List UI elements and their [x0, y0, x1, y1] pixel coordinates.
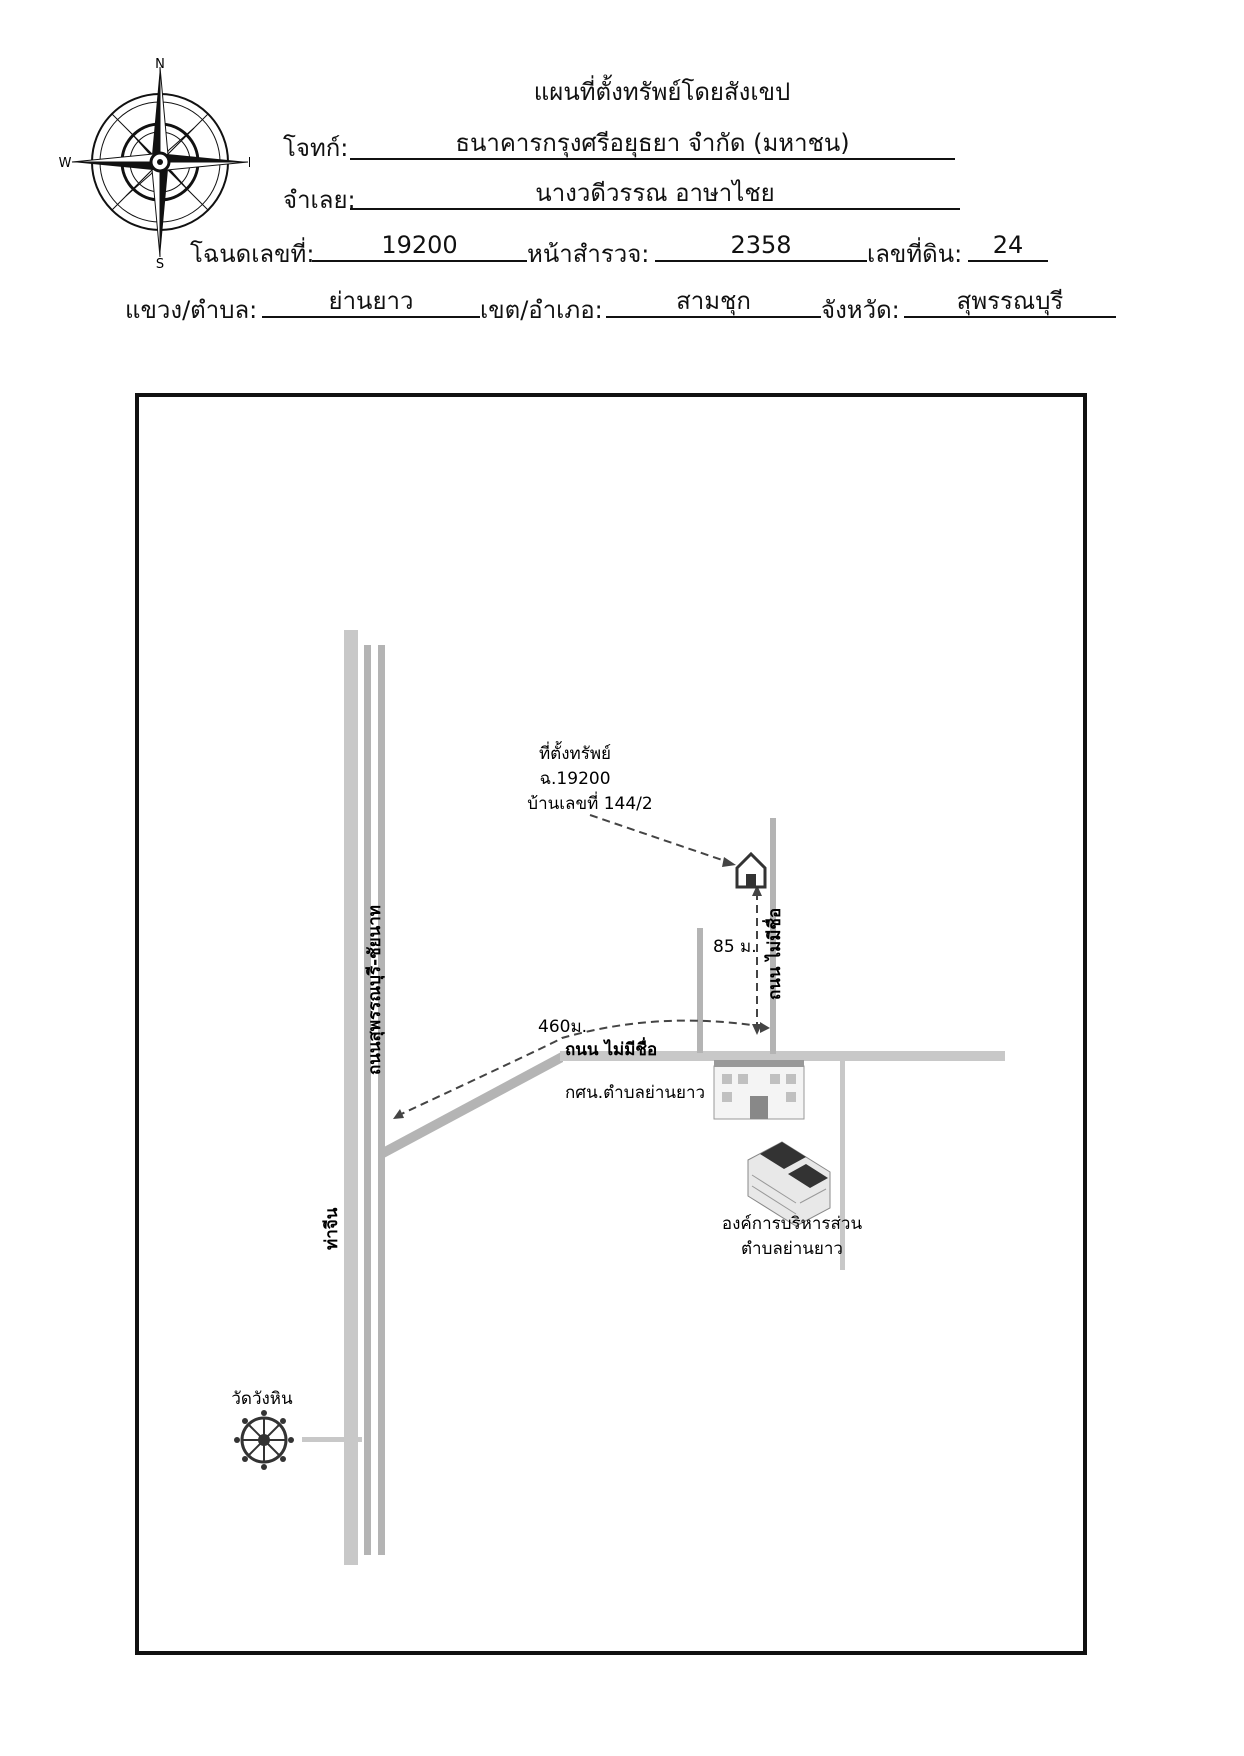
side-road-horizontal: [560, 1051, 1005, 1061]
map-frame: [135, 393, 1087, 1655]
property-pointer-arrow: [589, 814, 729, 863]
property-label-line3: บ้านเลขที่ 144/2: [527, 791, 652, 814]
arrowhead-up: [752, 885, 762, 896]
arrowhead-property: [722, 857, 736, 867]
page-title: แผนที่ตั้งทรัพย์โดยสังเขป: [533, 78, 791, 106]
plaintiff-value: ธนาคารกรุงศรีอยุธยา จำกัด (มหาชน): [350, 128, 955, 160]
property-label-line1: ที่ตั้งทรัพย์: [539, 741, 611, 764]
land-label: เลขที่ดิน:: [867, 240, 963, 268]
survey-label: หน้าสำรวจ:: [527, 240, 650, 268]
compass-east-label: E: [248, 156, 250, 171]
school-label: กศน.ตำบลย่านยาว: [565, 1083, 705, 1103]
main-road-line-right: [378, 645, 385, 1555]
side-road-horizontal-label: ถนน ไม่มีชื่อ: [565, 1037, 657, 1060]
district-label: เขต/อำเภอ:: [480, 296, 603, 324]
compass-rose-icon: N S W E: [59, 57, 250, 270]
compass-north-label: N: [155, 57, 165, 72]
survey-value: 2358: [655, 230, 867, 262]
deed-value: 19200: [312, 230, 527, 262]
office-label-line2: ตำบลย่านยาว: [741, 1239, 843, 1259]
property-label-line2: ฉ.19200: [539, 769, 610, 789]
side-road-vertical-label: ถนน ไม่มีชื่อ: [762, 908, 785, 1000]
distance-vertical-label: 85 ม.: [713, 937, 757, 957]
arrowhead-left: [393, 1109, 404, 1119]
compass-west-label: W: [59, 156, 72, 171]
defendant-label: จำเลย:: [283, 186, 356, 214]
arrowhead-right: [760, 1022, 770, 1033]
dharma-wheel-icon: [234, 1410, 294, 1470]
stub-road: [697, 928, 703, 1053]
district-value: สามชุก: [606, 286, 821, 318]
distance-horizontal-label: 460ม.: [538, 1017, 587, 1037]
side-road-vertical: [770, 818, 776, 1054]
plaintiff-label: โจทก์:: [283, 134, 349, 162]
horizontal-distance-arrow: [396, 1019, 766, 1117]
temple-access-road: [302, 1437, 362, 1442]
connector-road: [384, 1051, 563, 1158]
office-building-icon: [747, 1141, 831, 1227]
subdistrict-label: แขวง/ตำบล:: [125, 296, 258, 324]
defendant-value: นางวดีวรรณ อาษาไชย: [350, 178, 960, 210]
main-road-label: ถนนสุพรรณบุรี-ชัยนาท: [364, 905, 385, 1075]
arrowhead-down: [752, 1024, 762, 1035]
river-label: ท่าจีน: [321, 1207, 342, 1250]
province-value: สุพรรณบุรี: [904, 286, 1116, 318]
temple-label: วัดวังหิน: [231, 1389, 293, 1409]
office-label-line1: องค์การบริหารส่วน: [722, 1214, 863, 1234]
deed-label: โฉนดเลขที่:: [190, 240, 315, 268]
school-building-icon: [713, 1060, 805, 1120]
river-line: [344, 630, 358, 1565]
province-label: จังหวัด:: [821, 296, 900, 324]
compass-south-label: S: [156, 257, 164, 270]
subdistrict-value: ย่านยาว: [262, 286, 480, 318]
land-value: 24: [968, 230, 1048, 262]
office-access-road: [840, 1060, 845, 1270]
main-road-line-left: [364, 645, 371, 1555]
house-icon: [735, 851, 767, 889]
